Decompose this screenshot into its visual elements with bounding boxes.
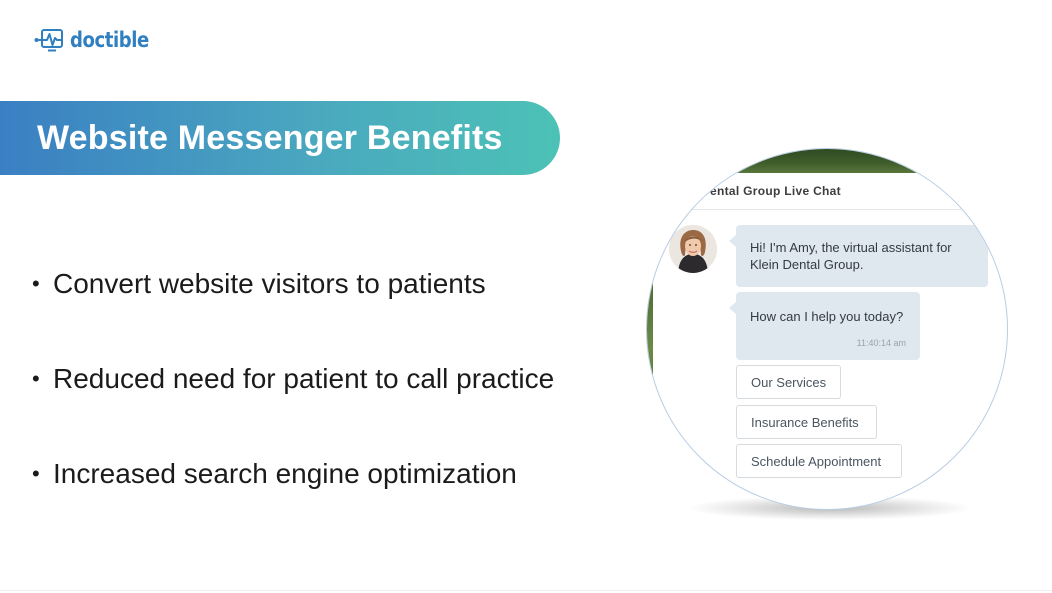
- background-foliage-left: [647, 259, 653, 439]
- chat-header-title: Dental Group Live Chat: [701, 184, 841, 198]
- benefits-list: • Convert website visitors to patients •…: [32, 262, 554, 547]
- message-timestamp: 11:40:14 am: [856, 338, 906, 348]
- pulse-screen-icon: [34, 29, 63, 52]
- quick-reply-label: Schedule Appointment: [751, 453, 882, 469]
- message-text: How can I help you today?: [750, 309, 904, 324]
- doctible-logo[interactable]: doctible: [34, 27, 162, 53]
- quick-reply-label: Insurance Benefits: [751, 414, 859, 430]
- our-services-button[interactable]: Our Services: [736, 365, 841, 399]
- title-banner: Website Messenger Benefits: [0, 101, 560, 175]
- benefit-item: • Convert website visitors to patients: [32, 262, 554, 306]
- benefit-item: • Increased search engine optimization: [32, 452, 554, 496]
- bullet-marker: •: [32, 271, 40, 296]
- bullet-marker: •: [32, 366, 40, 391]
- slide-title: Website Messenger Benefits: [37, 118, 503, 157]
- background-foliage: [647, 149, 1007, 173]
- insurance-benefits-button[interactable]: Insurance Benefits: [736, 405, 877, 439]
- benefit-text: Reduced need for patient to call practic…: [53, 363, 555, 394]
- benefit-text: Convert website visitors to patients: [53, 268, 486, 299]
- chat-preview-circle: Dental Group Live Chat Hi! I'm Amy, the …: [646, 148, 1008, 510]
- chat-header: Dental Group Live Chat: [647, 173, 1007, 210]
- chat-message: Hi! I'm Amy, the virtual assistant for K…: [729, 225, 988, 287]
- bullet-marker: •: [32, 461, 40, 486]
- divider: [0, 590, 1052, 591]
- quick-reply-label: Our Services: [751, 374, 827, 390]
- assistant-avatar-icon: [669, 225, 717, 273]
- logo-text: doctible: [70, 28, 149, 52]
- chat-message: How can I help you today? 11:40:14 am: [729, 292, 920, 360]
- benefit-text: Increased search engine optimization: [53, 458, 517, 489]
- message-text: Hi! I'm Amy, the virtual assistant for K…: [750, 240, 952, 272]
- benefit-item: • Reduced need for patient to call pract…: [32, 357, 554, 401]
- schedule-appointment-button[interactable]: Schedule Appointment: [736, 444, 902, 478]
